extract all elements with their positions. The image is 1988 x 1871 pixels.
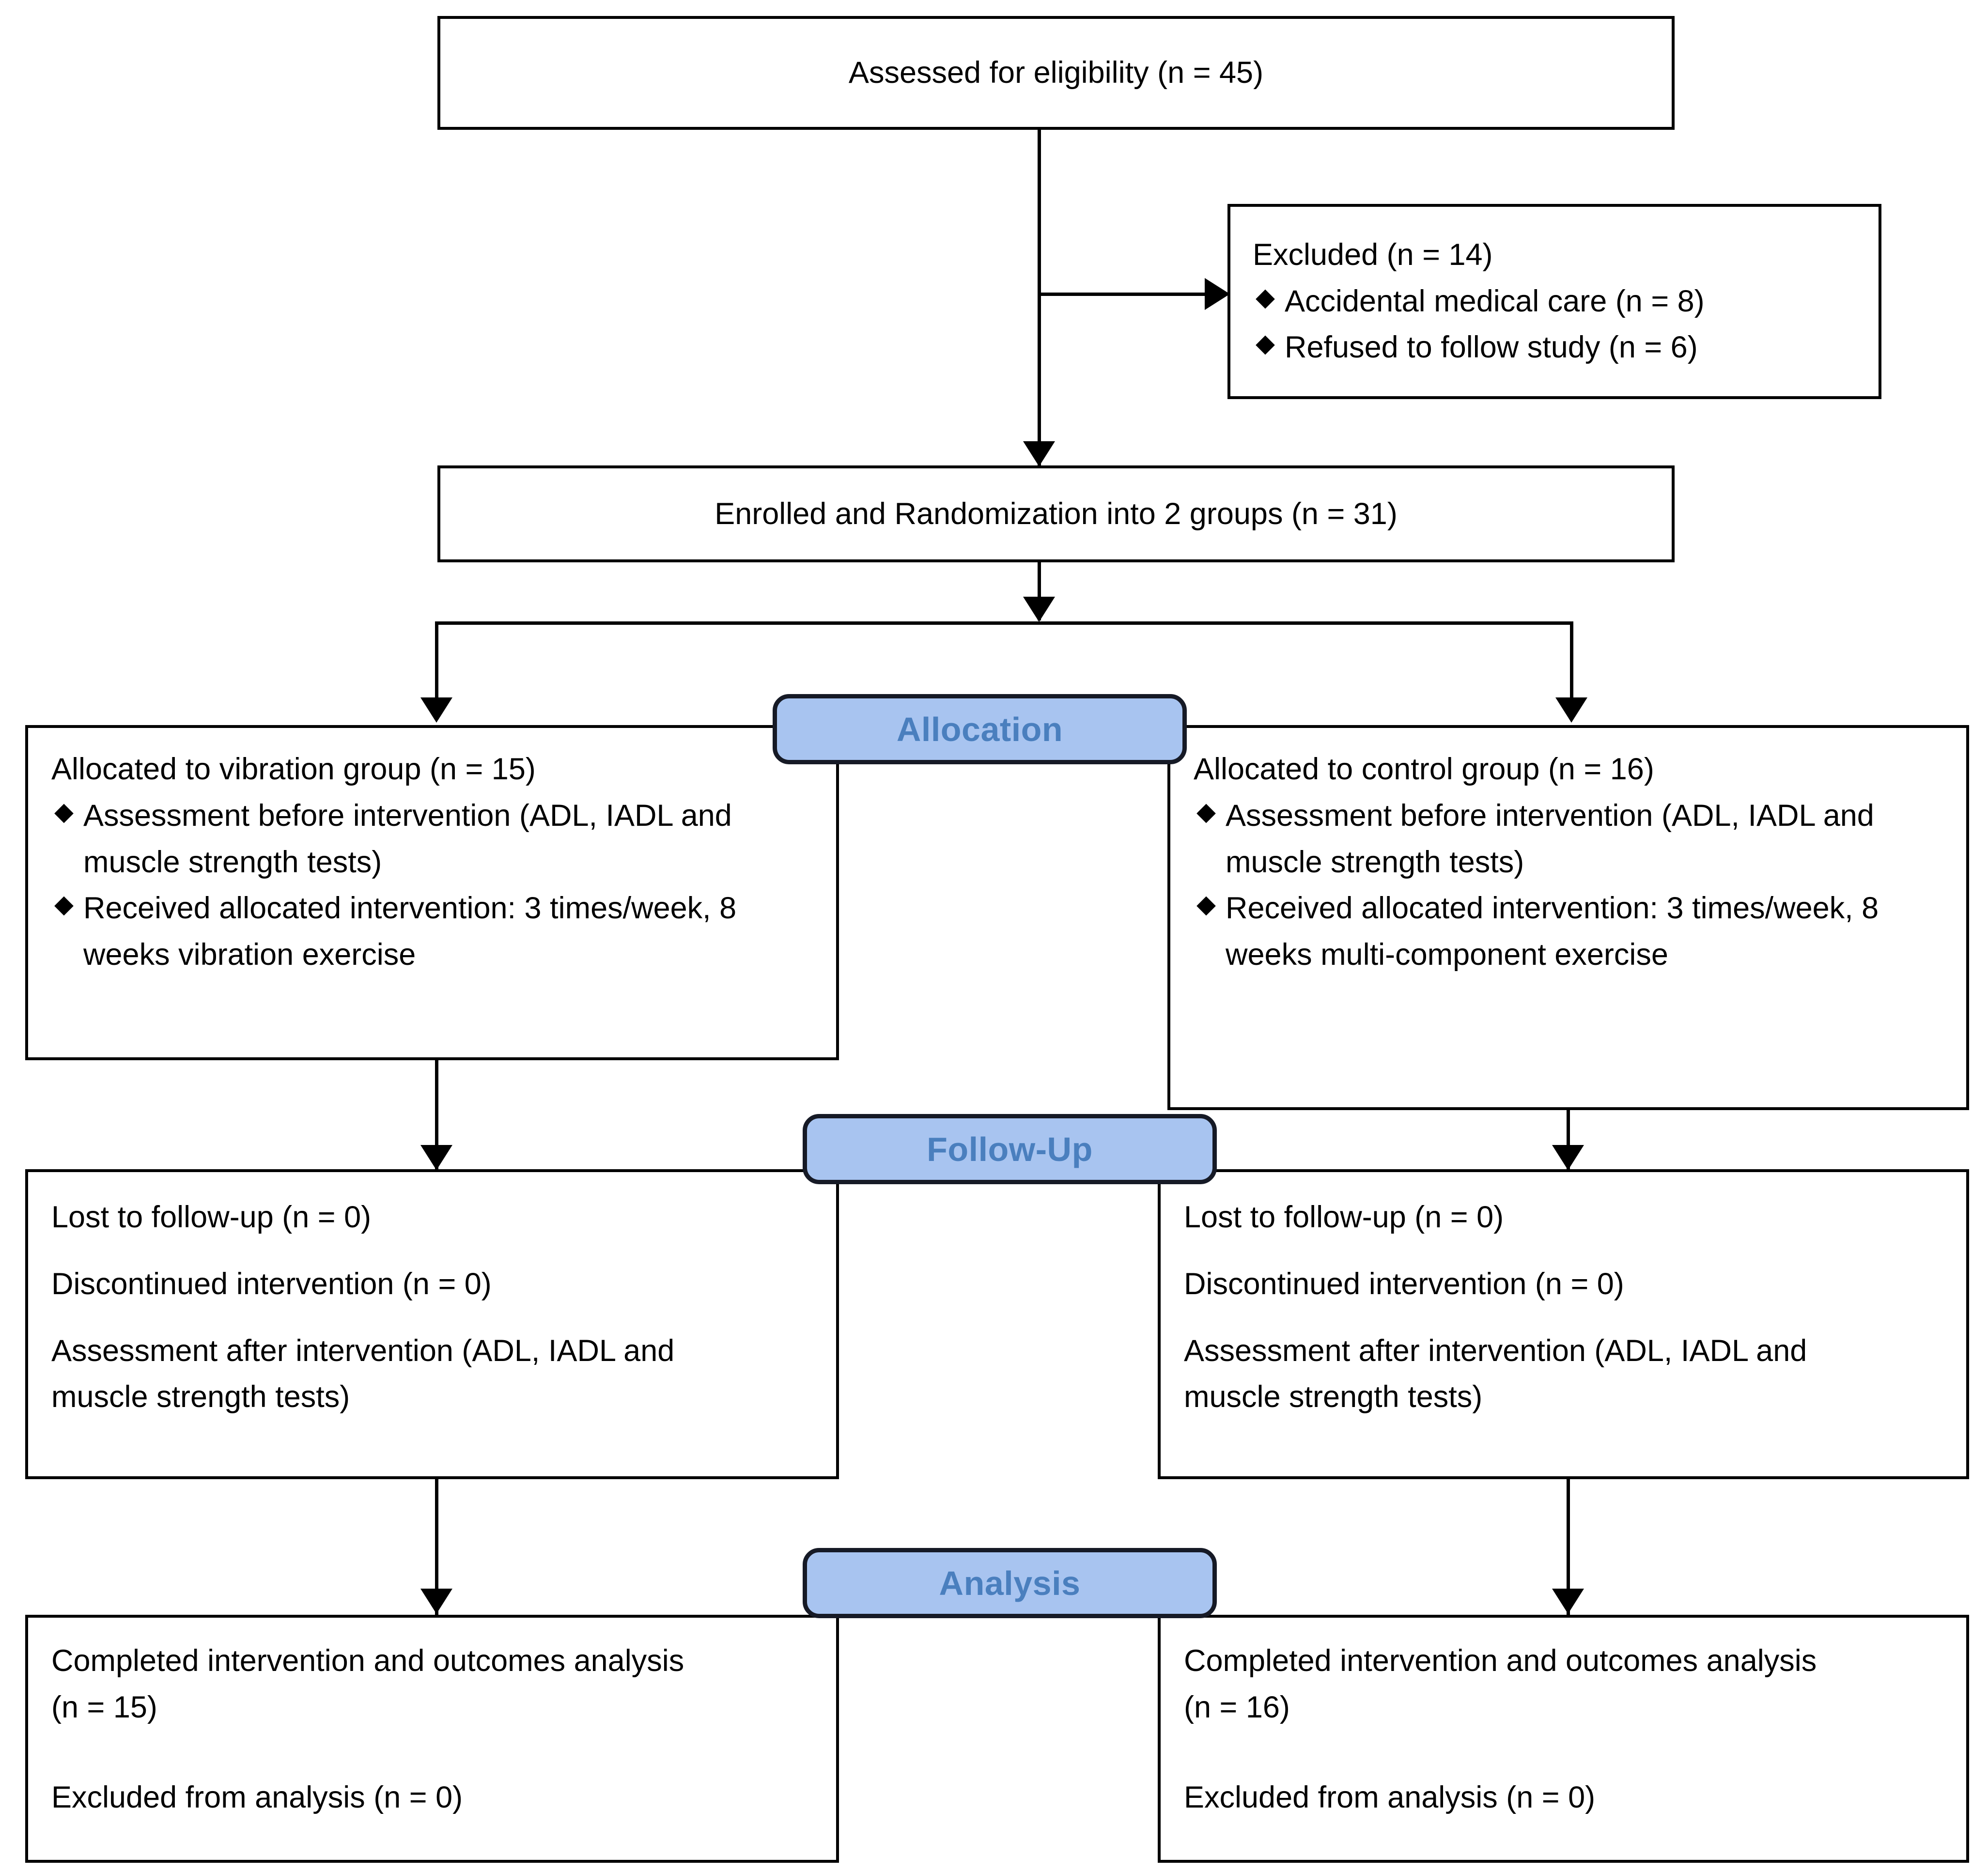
connector-right-allocation-to-followup (1567, 1110, 1570, 1170)
allocation-left-heading: Allocated to vibration group (n = 15) (51, 752, 536, 786)
analysis-left-box: Completed intervention and outcomes anal… (25, 1615, 839, 1863)
followup-right-line: Discontinued intervention (n = 0) (1184, 1267, 1624, 1301)
arrow-to-left-analysis-icon (420, 1589, 452, 1614)
allocation-right-bullet-text: Assessment before intervention (ADL, IAD… (1226, 798, 1874, 879)
randomization-text: Enrolled and Randomization into 2 groups… (714, 496, 1398, 531)
arrow-to-right-allocation-icon (1555, 697, 1587, 723)
list-item: ◆ Assessment before intervention (ADL, IA… (51, 793, 813, 886)
stage-banner-allocation-label: Allocation (896, 710, 1063, 748)
list-item: ◆ Received allocated intervention: 3 time… (51, 885, 813, 978)
list-item: ◆ Assessment before intervention (ADL, IA… (1194, 793, 1943, 886)
split-horizontal-bar (435, 621, 1573, 625)
trunk-assessed-to-randomized (1038, 130, 1041, 466)
excluded-reason-label: Accidental medical care (n = 8) (1285, 284, 1705, 318)
analysis-right-excluded: Excluded from analysis (n = 0) (1184, 1780, 1596, 1814)
diamond-bullet-icon: ◆ (54, 797, 74, 826)
followup-left-line: Lost to follow-up (n = 0) (51, 1200, 372, 1234)
followup-right-box: Lost to follow-up (n = 0) Discontinued i… (1158, 1169, 1969, 1479)
connector-left-allocation-to-followup (435, 1060, 438, 1170)
randomization-box: Enrolled and Randomization into 2 groups… (437, 465, 1675, 562)
stage-banner-allocation: Allocation (773, 694, 1187, 764)
followup-left-line: Assessment after intervention (ADL, IADL… (51, 1333, 675, 1414)
excluded-reason-list: ◆ Accidental medical care (n = 8) ◆ Refuse… (1253, 278, 1856, 371)
excluded-reason-label: Refused to follow study (n = 6) (1285, 330, 1698, 365)
diamond-bullet-icon: ◆ (1256, 283, 1275, 311)
allocation-right-heading: Allocated to control group (n = 16) (1194, 752, 1654, 786)
connector-to-excluded (1038, 293, 1205, 296)
analysis-left-completed: Completed intervention and outcomes anal… (51, 1644, 684, 1724)
trunk-randomized-down (1038, 562, 1041, 620)
assessed-for-eligibility-box: Assessed for eligibility (n = 45) (437, 16, 1675, 130)
allocation-left-box: Allocated to vibration group (n = 15) ◆ A… (25, 725, 839, 1060)
arrow-split-icon (1023, 597, 1055, 622)
allocation-right-box: Allocated to control group (n = 16) ◆ Ass… (1167, 725, 1969, 1110)
analysis-left-excluded: Excluded from analysis (n = 0) (51, 1780, 463, 1814)
arrow-to-excluded-icon (1205, 278, 1230, 310)
stage-banner-follow-up: Follow-Up (803, 1114, 1217, 1184)
followup-right-line: Assessment after intervention (ADL, IADL… (1184, 1333, 1807, 1414)
arrow-to-randomized-icon (1023, 441, 1055, 466)
diamond-bullet-icon: ◆ (54, 890, 74, 919)
stage-banner-analysis-label: Analysis (939, 1564, 1081, 1602)
allocation-left-bullet-text: Assessment before intervention (ADL, IAD… (83, 798, 732, 879)
list-item: ◆ Accidental medical care (n = 8) (1253, 278, 1856, 325)
arrow-to-left-allocation-icon (420, 697, 452, 723)
analysis-right-completed: Completed intervention and outcomes anal… (1184, 1644, 1817, 1724)
diamond-bullet-icon: ◆ (1256, 329, 1275, 358)
diamond-bullet-icon: ◆ (1196, 890, 1216, 919)
allocation-left-bullet-text: Received allocated intervention: 3 times… (83, 891, 737, 972)
diamond-bullet-icon: ◆ (1196, 797, 1216, 826)
list-item: ◆ Received allocated intervention: 3 time… (1194, 885, 1943, 978)
connector-left-followup-to-analysis (435, 1479, 438, 1615)
followup-left-box: Lost to follow-up (n = 0) Discontinued i… (25, 1169, 839, 1479)
allocation-right-bullet-list: ◆ Assessment before intervention (ADL, IA… (1194, 793, 1943, 978)
split-left-drop (435, 621, 438, 699)
excluded-box: Excluded (n = 14) ◆ Accidental medical ca… (1227, 204, 1881, 399)
allocation-left-bullet-list: ◆ Assessment before intervention (ADL, IA… (51, 793, 813, 978)
followup-left-line: Discontinued intervention (n = 0) (51, 1267, 492, 1301)
stage-banner-analysis: Analysis (803, 1548, 1217, 1618)
connector-right-followup-to-analysis (1567, 1479, 1570, 1615)
arrow-to-right-analysis-icon (1552, 1589, 1584, 1614)
analysis-right-box: Completed intervention and outcomes anal… (1158, 1615, 1969, 1863)
assessed-for-eligibility-text: Assessed for eligibility (n = 45) (848, 56, 1264, 90)
split-right-drop (1570, 621, 1573, 699)
followup-right-line: Lost to follow-up (n = 0) (1184, 1200, 1504, 1234)
allocation-right-bullet-text: Received allocated intervention: 3 times… (1226, 891, 1879, 972)
list-item: ◆ Refused to follow study (n = 6) (1253, 325, 1856, 371)
excluded-heading: Excluded (n = 14) (1253, 237, 1493, 272)
stage-banner-follow-up-label: Follow-Up (927, 1130, 1093, 1168)
arrow-to-left-followup-icon (420, 1145, 452, 1170)
arrow-to-right-followup-icon (1552, 1145, 1584, 1170)
